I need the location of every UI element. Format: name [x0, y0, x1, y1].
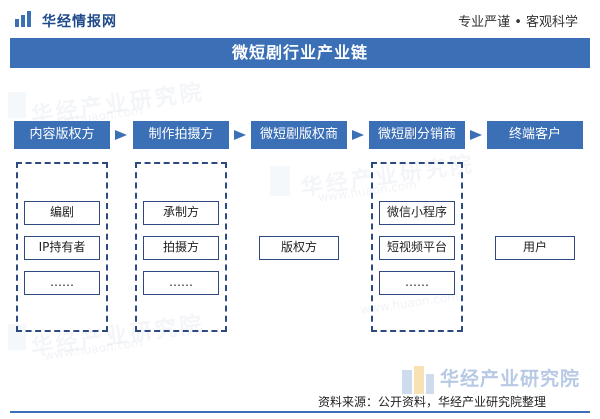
arrow-right-icon — [234, 130, 246, 140]
item-copyright-holder: 版权方 — [259, 236, 339, 260]
arrow-right-icon — [115, 130, 127, 140]
item-more: …… — [379, 271, 455, 295]
page-title: 微短剧行业产业链 — [10, 38, 590, 68]
arrow-right-icon — [470, 130, 482, 140]
item-ip-holder: IP持有者 — [24, 236, 100, 260]
stage-copyright-dealer: 微短剧版权商 — [251, 121, 347, 149]
slogan: 专业严谨 • 客观科学 — [458, 15, 578, 30]
watermark-logo-shape — [8, 92, 26, 118]
brand-name: 华经情报网 — [42, 14, 117, 30]
stage-end-customer: 终端客户 — [487, 121, 583, 149]
item-more: …… — [143, 271, 219, 295]
item-shooting: 拍摄方 — [143, 236, 219, 260]
group-production — [135, 162, 227, 332]
data-source-note: 资料来源：公开资料，华经产业研究院整理 — [318, 395, 547, 409]
stage-content-copyright: 内容版权方 — [14, 121, 110, 149]
watermark-logo-shape — [270, 166, 290, 196]
stage-distributor: 微短剧分销商 — [369, 121, 465, 149]
item-screenwriter: 编剧 — [24, 201, 100, 225]
item-short-video-platform: 短视频平台 — [379, 236, 455, 260]
item-user: 用户 — [495, 236, 575, 260]
chart-logo-icon — [15, 11, 31, 27]
item-more: …… — [24, 271, 100, 295]
stage-production: 制作拍摄方 — [133, 121, 229, 149]
arrow-right-icon — [352, 130, 364, 140]
watermark-url: www.huaon.com — [43, 335, 144, 363]
group-content-copyright — [16, 162, 108, 332]
item-wechat-miniprogram: 微信小程序 — [379, 201, 455, 225]
watermark-logo-icon — [402, 366, 434, 394]
group-distributor — [371, 162, 463, 332]
item-contractor: 承制方 — [143, 201, 219, 225]
watermark-brand-text: 华经产业研究院 — [440, 368, 581, 390]
header-bar: 华经情报网 专业严谨 • 客观科学 — [0, 0, 600, 38]
bottom-divider — [10, 411, 590, 413]
